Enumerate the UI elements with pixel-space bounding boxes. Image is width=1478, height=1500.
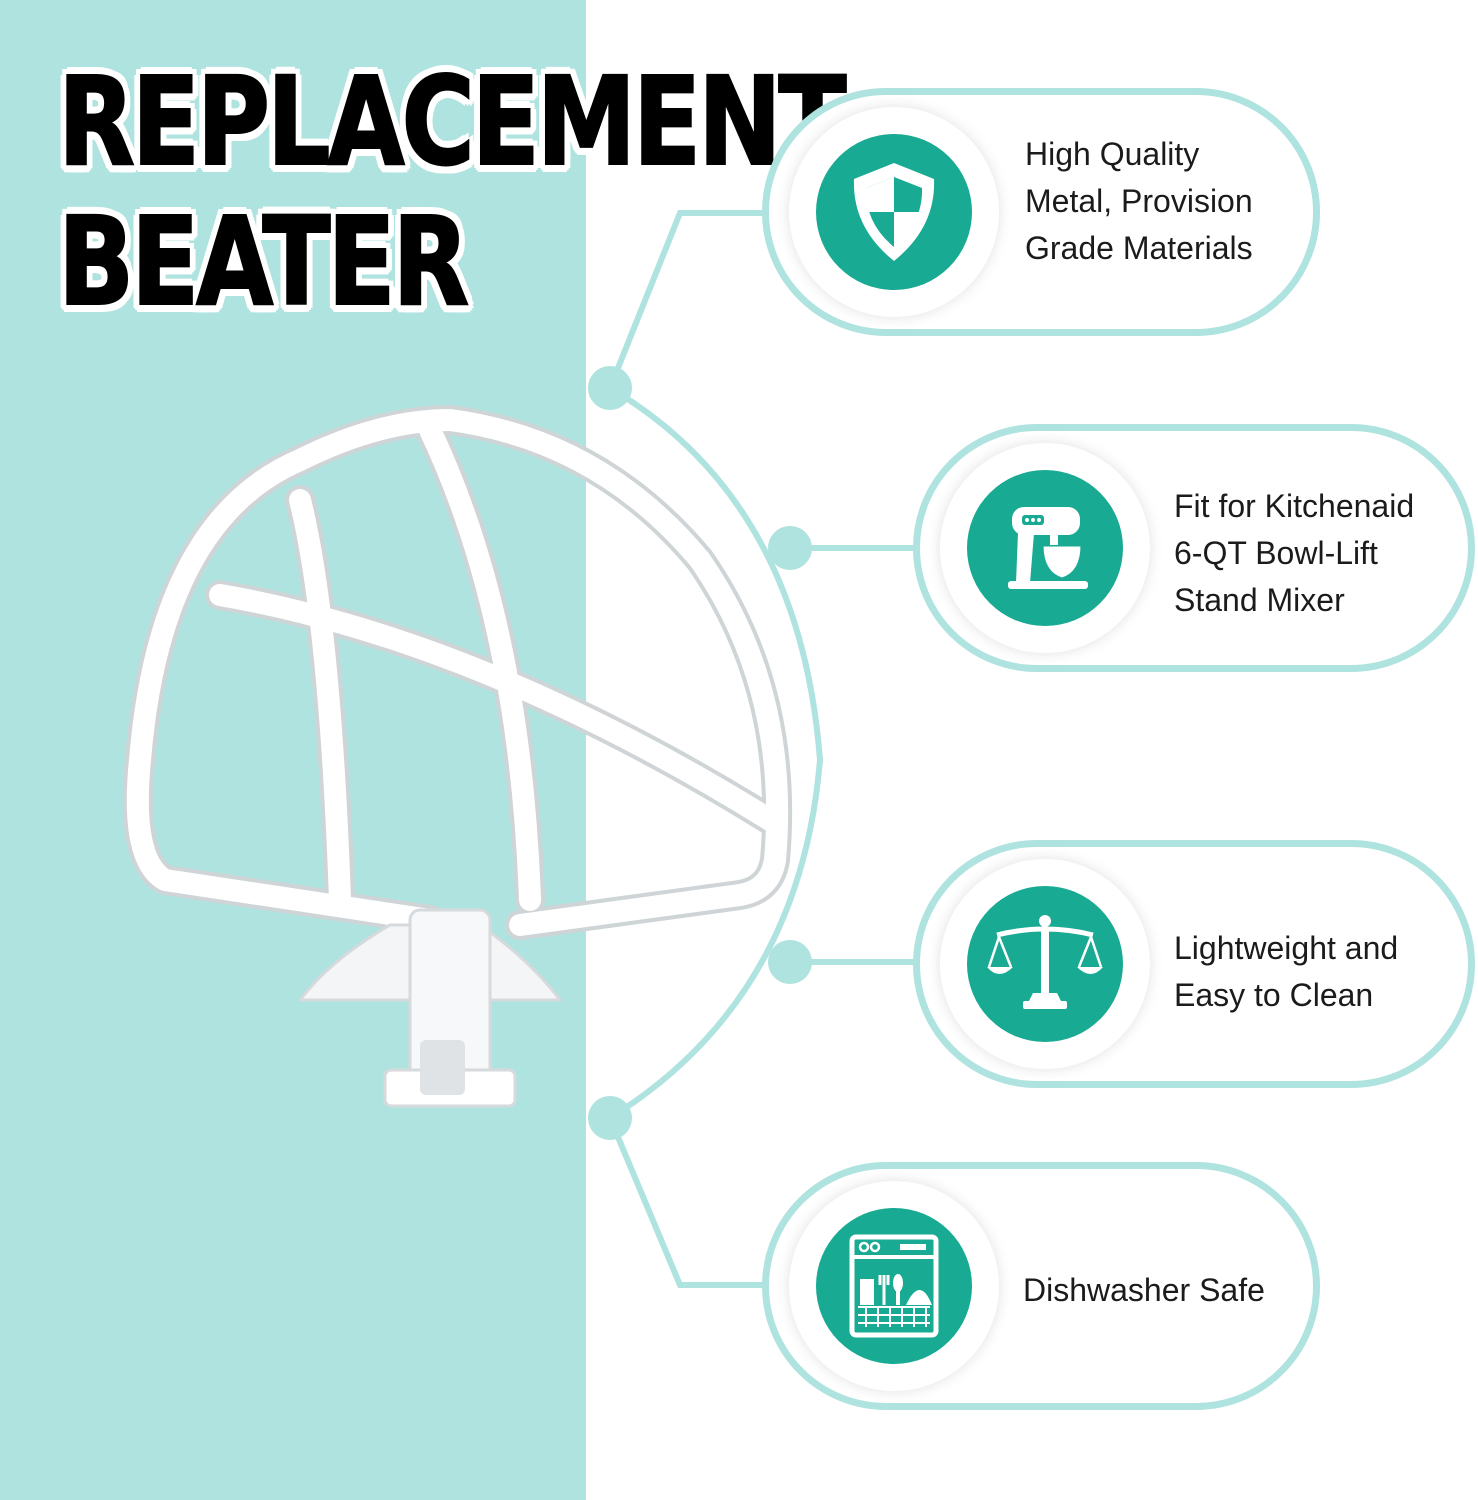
page-title: REPLACEMENT BEATER: [57, 51, 847, 333]
dishwasher-icon: [849, 1234, 939, 1338]
feature-text: Fit for Kitchenaid 6-QT Bowl-Lift Stand …: [1174, 488, 1415, 618]
stand-mixer-icon: [1008, 507, 1088, 589]
feature-text: High Quality Metal, Provision Grade Mate…: [1025, 136, 1253, 266]
shield-icon: [853, 163, 935, 261]
left-color-panel: [0, 0, 586, 1500]
feature-card-dishwasher: Dishwasher Safe: [762, 1162, 1320, 1410]
feature-icon-badge: [940, 859, 1150, 1069]
feature-icon-badge: [789, 107, 999, 317]
feature-icon-badge: [940, 443, 1150, 653]
title-line-2: BEATER: [57, 191, 470, 333]
feature-text: Lightweight and Easy to Clean: [1174, 930, 1399, 1013]
beater-image: [122, 405, 793, 1108]
balance-scale-icon: [987, 915, 1103, 1009]
connector-dots: [588, 366, 812, 1140]
feature-card-lightweight: Lightweight and Easy to Clean: [913, 840, 1475, 1088]
title-line-1: REPLACEMENT: [57, 51, 847, 193]
feature-text: Dishwasher Safe: [1023, 1272, 1265, 1308]
feature-card-quality: High Quality Metal, Provision Grade Mate…: [762, 88, 1320, 336]
feature-icon-badge: [789, 1181, 999, 1391]
feature-card-compatibility: Fit for Kitchenaid 6-QT Bowl-Lift Stand …: [913, 424, 1475, 672]
